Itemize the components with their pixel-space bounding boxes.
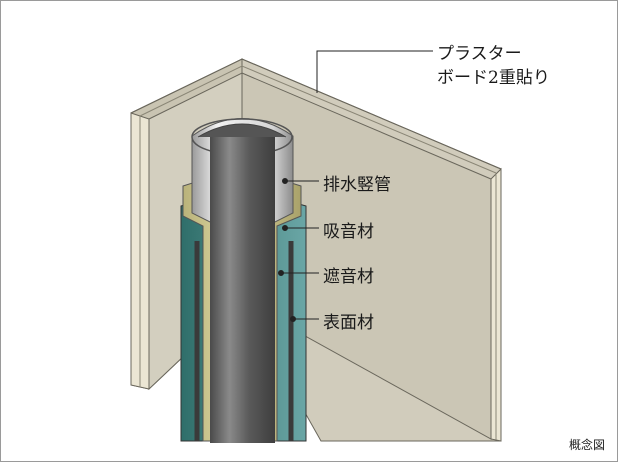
label-plasterboard-line1: プラスター — [437, 44, 522, 64]
drain-pipe — [191, 118, 294, 443]
leader-lines — [278, 50, 433, 322]
label-sound-insulating: 遮音材 — [323, 267, 374, 287]
label-drain-pipe: 排水竪管 — [323, 175, 391, 195]
label-sound-absorbing: 吸音材 — [323, 222, 374, 242]
plasterboard-wall-right — [130, 58, 502, 442]
label-plasterboard-line2: ボード2重貼り — [437, 68, 550, 88]
label-surface: 表面材 — [323, 313, 374, 333]
caption: 概念図 — [568, 438, 605, 452]
